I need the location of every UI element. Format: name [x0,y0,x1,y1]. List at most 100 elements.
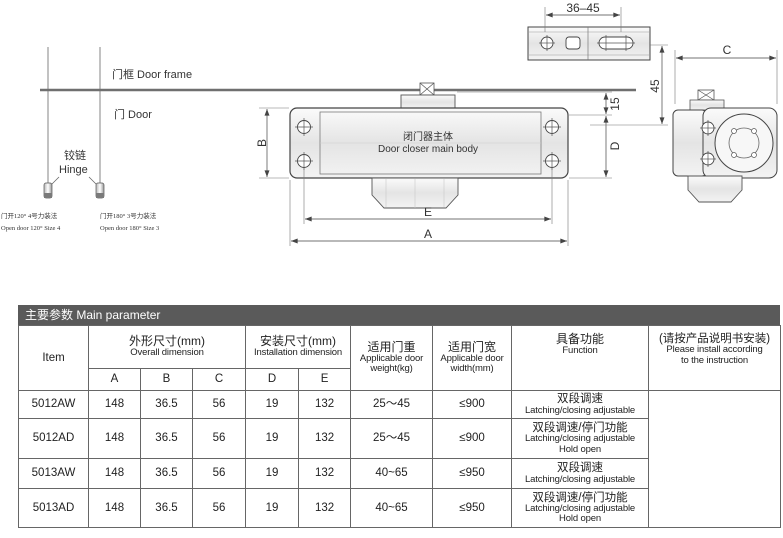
side-bottom-block [687,175,743,203]
cell-item: 5013AW [18,458,89,489]
dimension-e: E [303,168,553,224]
closer-main-body: 闭门器主体 Door closer main body [289,82,569,209]
closer-side-view [672,89,778,203]
header-install-dim-cn: 安装尺寸(mm) [260,334,337,349]
cell-a: 148 [88,390,141,419]
mounting-hole-top-left [295,118,313,136]
cell-item: 5012AD [18,418,89,459]
hinge-pin-left [43,182,53,199]
subheader-b: B [140,368,193,391]
side-left-block [672,109,708,177]
side-cylinder-outer [714,113,774,173]
header-function-en: Function [562,344,598,356]
cell-width: ≤900 [432,390,513,419]
dim-label-d: D [608,141,622,150]
header-function-cn: 具备功能 [556,332,605,346]
bottom-pinion-block [371,177,459,209]
mounting-hole-top-right [543,118,561,136]
cell-d: 19 [245,458,300,489]
parameter-table: Item 外形尺寸(mm) Overall dimension 安装尺寸(mm)… [18,325,782,528]
cell-e: 132 [298,458,352,489]
function-en: Latching/closing adjustable [525,404,636,416]
function-en: Latching/closing adjustable [525,433,636,445]
header-door-width: 适用门宽 Applicable door width(mm) [432,325,513,391]
header-weight-en-1: Applicable door [359,353,424,365]
cell-b: 36.5 [140,488,193,528]
cell-item: 5013AD [18,488,89,528]
function-en: Latching/closing adjustable [525,502,636,514]
top-block [400,94,456,110]
header-door-weight: 适用门重 Applicable door weight(kg) [350,325,434,391]
function-cn: 双段调速/停门功能 [532,491,628,504]
side-screw [731,128,737,134]
door-label: 门 Door [114,107,152,121]
mounting-hole-bottom-right [543,152,561,170]
table-row: 5012AW 148 36.5 56 19 132 25～45 ≤900 双段调… [18,390,782,528]
header-width-en-2: width(mm) [450,363,494,375]
cell-function: 双段调速/停门功能 Latching/closing adjustable Ho… [511,488,650,528]
cell-a: 148 [88,458,141,489]
header-instruction-en-1: Please install according [666,344,763,356]
arm-bracket [527,26,651,61]
cell-d: 19 [245,418,300,459]
header-weight-en-2: weight(kg) [370,363,413,375]
table-row: 5013AD 148 36.5 56 19 132 40~65 ≤950 双段调… [18,488,781,528]
function-cn: 双段调速 [557,462,604,475]
function-en: Latching/closing adjustable [525,473,636,485]
header-width-en-1: Applicable door [440,353,504,365]
dimension-a: A [289,180,569,246]
header-overall-en: Overall dimension [130,347,204,359]
cell-function: 双段调速/停门功能 Latching/closing adjustable Ho… [511,418,650,459]
header-instruction-en-2: to the instruction [681,354,749,366]
body-label-en: Door closer main body [378,144,478,155]
dimension-15-and-d: 15 D [457,91,622,179]
header-installation-dimension: 安装尺寸(mm) Installation dimension [245,325,352,369]
dim-label-b: B [255,139,269,147]
header-width-cn: 适用门宽 [448,340,497,355]
dim-label-15: 15 [608,97,622,111]
cell-e: 132 [298,488,352,528]
dimension-45: 45 [590,44,668,126]
side-hole-bottom [700,151,716,167]
cell-b: 36.5 [140,418,193,459]
subheader-row: A B C D E [19,368,781,391]
cell-b: 36.5 [140,390,193,419]
cell-function: 双段调速 Latching/closing adjustable [511,458,650,489]
bracket-square-hole [565,36,581,50]
function-extra: Hold open [559,443,602,455]
side-cylinder-inner [728,127,760,159]
dimension-36-45: 36–45 [544,1,622,32]
body-label-cn: 闭门器主体 [403,130,453,143]
dim-label-arm: 36–45 [566,1,600,15]
hinge-left-caption-en: Open door 120° Size 4 [1,225,61,232]
hinge-schematic: 门框 Door frame 门 Door 铰链 Hinge 门开120° 4号力… [1,47,636,232]
cell-e: 132 [298,418,352,459]
dim-label-e: E [424,205,432,219]
cell-function: 双段调速 Latching/closing adjustable [511,390,650,419]
hinge-label-cn: 铰链 [64,148,86,162]
cell-width: ≤950 [432,458,513,489]
bracket-hole [539,35,555,51]
cell-b: 36.5 [140,458,193,489]
cell-c: 56 [191,458,247,489]
cell-d: 19 [245,390,300,419]
header-function: 具备功能 Function [511,325,650,391]
door-closer-drawing: 门框 Door frame 门 Door 铰链 Hinge 门开120° 4号力… [1,1,778,246]
table-row: 5013AW 148 36.5 56 19 132 40~65 ≤950 双段调… [18,458,781,489]
cell-a: 148 [88,488,141,528]
adjusting-valve [419,82,435,96]
subheader-a: A [88,368,141,391]
side-hole-top [700,120,716,136]
side-screw [731,152,737,158]
header-item-label: Item [42,351,65,364]
header-overall-dimension: 外形尺寸(mm) Overall dimension [87,325,247,369]
subheader-d: D [245,368,300,391]
dim-label-45: 45 [648,79,662,93]
side-screw [751,128,757,134]
cell-c: 56 [191,488,247,528]
header-instruction: (请按产品说明书安装) Please install according to … [648,325,782,391]
dim-label-a: A [424,227,432,241]
side-valve [697,89,715,101]
hinge-right-caption-en: Open door 180° Size 3 [100,225,159,232]
subheader-c: C [191,368,247,391]
